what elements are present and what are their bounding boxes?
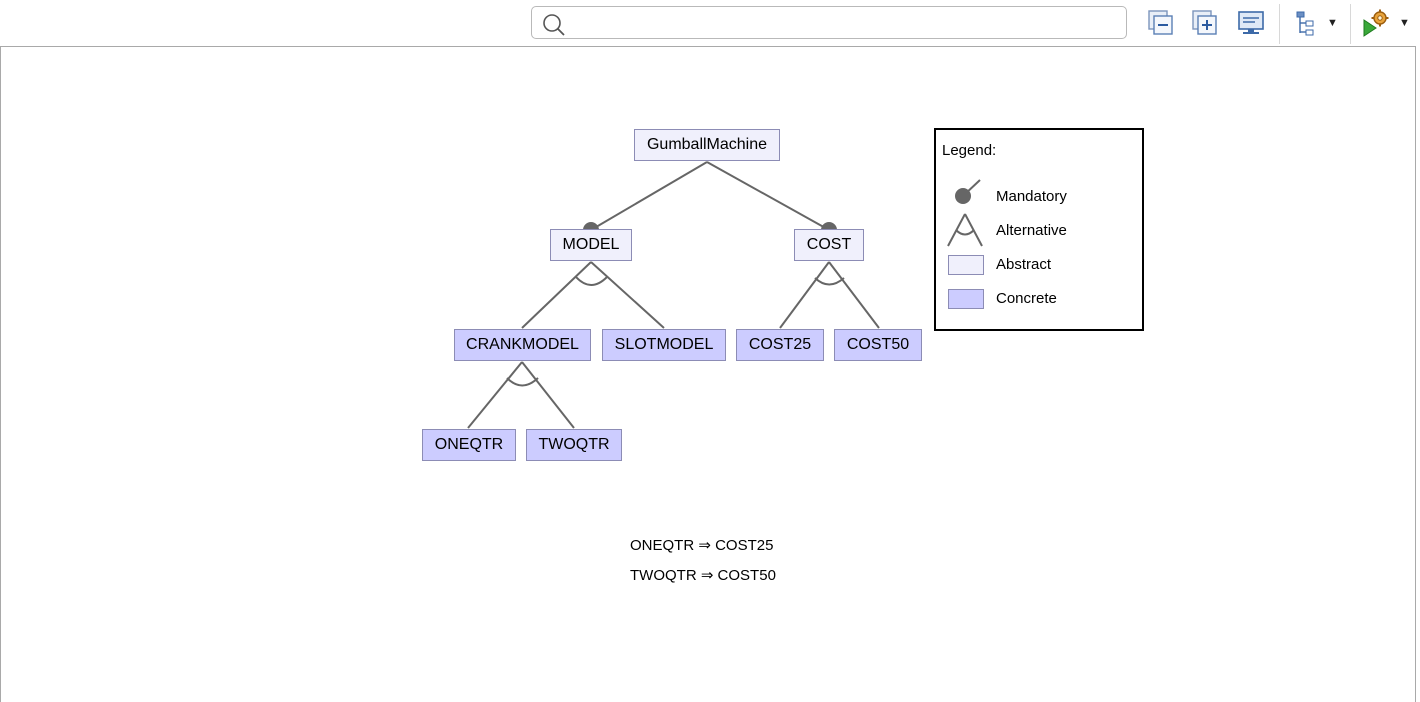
toolbar-separator	[1350, 4, 1351, 44]
legend-mandatory-label: Mandatory	[996, 188, 1067, 205]
toolbar-separator	[1279, 4, 1280, 44]
legend-abstract-label: Abstract	[996, 256, 1052, 273]
presentation-icon	[1238, 11, 1264, 34]
legend-concrete-label: Concrete	[996, 290, 1057, 307]
feature-cost25[interactable]: COST25	[736, 329, 824, 361]
expand-all-button[interactable]	[1190, 8, 1220, 38]
feature-twoqtr[interactable]: TWOQTR	[526, 429, 622, 461]
search-icon	[543, 14, 565, 36]
tree-layout-icon	[1296, 11, 1314, 36]
run-configuration-button[interactable]	[1360, 8, 1390, 38]
tree-layout-dropdown-icon[interactable]: ▼	[1327, 17, 1338, 29]
feature-slotmodel[interactable]: SLOTMODEL	[602, 329, 726, 361]
legend-alternative-label: Alternative	[996, 222, 1067, 239]
feature-cost50[interactable]: COST50	[834, 329, 922, 361]
search-input[interactable]	[574, 11, 1118, 37]
search-field[interactable]	[531, 6, 1127, 39]
collapse-all-button[interactable]	[1146, 8, 1176, 38]
constraint-2[interactable]: TWOQTR ⇒ COST50	[630, 567, 776, 584]
toolbar: ▼ ▼	[0, 0, 1420, 47]
collapse-all-icon	[1148, 10, 1173, 35]
tree-layout-button[interactable]	[1292, 8, 1322, 38]
alternative-legend-icon	[947, 213, 983, 247]
concrete-legend-swatch	[948, 289, 984, 309]
constraint-1[interactable]: ONEQTR ⇒ COST25	[630, 537, 774, 554]
legend[interactable]: Legend: Mandatory Alternative Abstract C…	[934, 128, 1144, 331]
presentation-button[interactable]	[1236, 8, 1266, 38]
expand-all-icon	[1192, 10, 1217, 35]
abstract-legend-swatch	[948, 255, 984, 275]
mandatory-legend-icon	[955, 179, 981, 204]
feature-gumballmachine[interactable]: GumballMachine	[634, 129, 780, 161]
run-dropdown-icon[interactable]: ▼	[1399, 17, 1410, 29]
feature-cost[interactable]: COST	[794, 229, 864, 261]
feature-model[interactable]: MODEL	[550, 229, 632, 261]
feature-crankmodel[interactable]: CRANKMODEL	[454, 329, 591, 361]
run-configuration-icon	[1363, 9, 1389, 37]
legend-title: Legend:	[942, 142, 997, 159]
feature-oneqtr[interactable]: ONEQTR	[422, 429, 516, 461]
